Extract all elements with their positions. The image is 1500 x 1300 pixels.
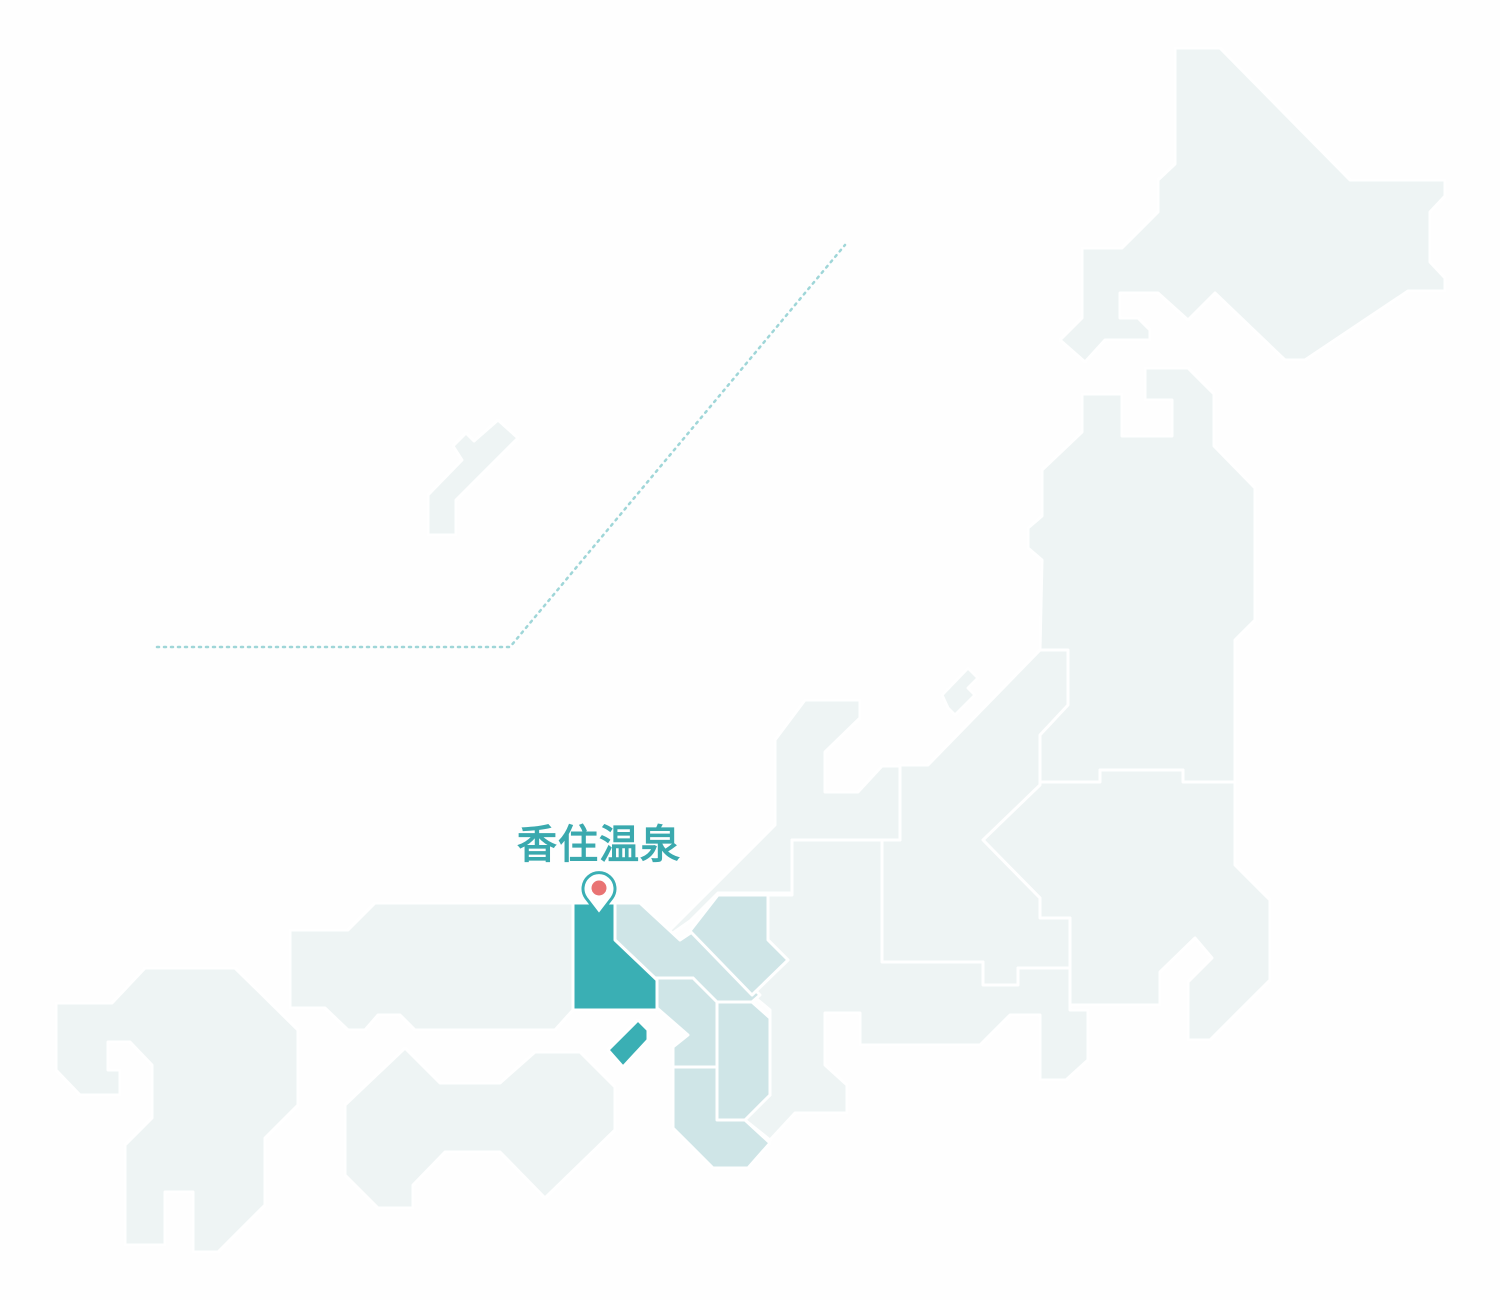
region-nara [715, 1000, 772, 1122]
region-chubu-central [743, 838, 1090, 1142]
marker-dot [591, 880, 607, 896]
region-chugoku [288, 901, 575, 1032]
region-sado [940, 666, 980, 717]
leader-line [155, 243, 847, 649]
region-shiga [688, 893, 790, 997]
region-osaka [655, 976, 719, 1069]
region-hokkaido [1058, 46, 1447, 364]
region-awaji [606, 1018, 650, 1069]
region-tohoku [1026, 366, 1257, 784]
region-kyushu [54, 966, 300, 1254]
location-label: 香住温泉 [517, 822, 681, 868]
region-wakayama [671, 1065, 772, 1170]
location-pin-icon[interactable] [581, 871, 617, 917]
region-oki [426, 418, 520, 537]
region-shikoku [343, 1046, 617, 1210]
